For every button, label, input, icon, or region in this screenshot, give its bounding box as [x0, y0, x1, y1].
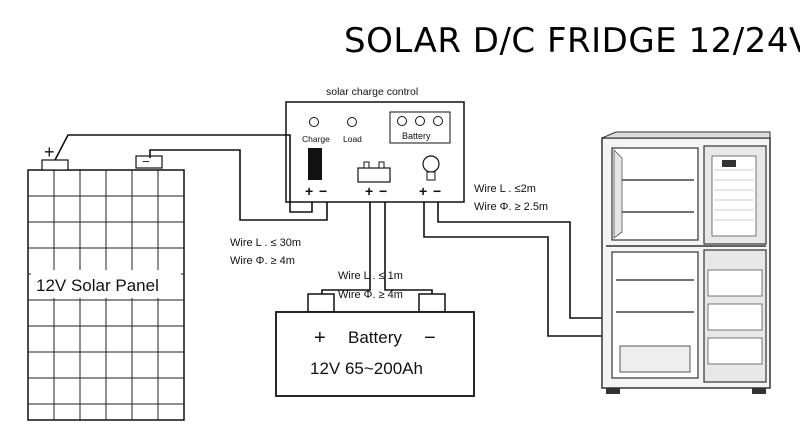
- battery-led-2-icon: [415, 116, 425, 126]
- battery-indicator-label: Battery: [402, 131, 431, 141]
- controller-battery-plus: +: [365, 183, 373, 199]
- fridge-wire-gauge: Wire Φ. ≥ 2.5m: [474, 201, 548, 213]
- battery-led-3-icon: [433, 116, 443, 126]
- door-shelf-3: [707, 337, 763, 365]
- wire-fridge-negative: [437, 202, 610, 319]
- charge-indicator-icon: [309, 117, 319, 127]
- wire-battery-negative: [384, 202, 433, 294]
- controller-solar-plus: +: [305, 183, 313, 199]
- crisper-drawer: [619, 345, 691, 373]
- battery-wire-gauge: Wire Φ. ≥ 4m: [338, 289, 403, 301]
- controller-solar-minus: −: [319, 183, 327, 199]
- load-label: Load: [343, 134, 362, 144]
- charge-controller: solar charge control Charge Load Battery…: [285, 86, 465, 203]
- battery: + Battery − 12V 65~200Ah: [275, 293, 475, 397]
- wire-battery-positive: [321, 202, 371, 294]
- battery-led-1-icon: [397, 116, 407, 126]
- door-shelf-2: [707, 303, 763, 331]
- door-shelf-1: [707, 269, 763, 297]
- battery-positive-post: [307, 293, 335, 313]
- panel-minus-sign: −: [142, 154, 150, 169]
- fridge-display-icon: [722, 160, 736, 167]
- wire-fridge-positive: [423, 202, 610, 337]
- panel-plus-sign: +: [44, 142, 55, 162]
- controller-load-minus: −: [433, 183, 441, 199]
- fridge-wire-length: Wire L . ≤2m: [474, 183, 536, 195]
- controller-load-plus: +: [419, 183, 427, 199]
- panel-wire-length: Wire L . ≤ 30m: [230, 237, 301, 249]
- battery-port-icon: [357, 161, 391, 183]
- wire-panel-negative: [149, 149, 328, 221]
- battery-body: [275, 311, 475, 397]
- wires: [54, 134, 610, 337]
- wire-panel-positive: [54, 134, 313, 213]
- charge-label: Charge: [302, 134, 330, 144]
- battery-plus-sign: +: [314, 327, 326, 349]
- load-indicator-icon: [347, 117, 357, 127]
- battery-negative-post: [418, 293, 446, 313]
- battery-minus-sign: −: [424, 327, 436, 349]
- page-title: SOLAR D/C FRIDGE 12/24V: [344, 21, 800, 61]
- freezer-compartment: [611, 147, 699, 241]
- solar-input-icon: [308, 148, 322, 180]
- controller-battery-minus: −: [379, 183, 387, 199]
- solar-panel: 12V Solar Panel + −: [27, 142, 185, 421]
- battery-spec: 12V 65~200Ah: [310, 359, 423, 378]
- fridge: [601, 131, 771, 394]
- battery-label: Battery: [348, 328, 402, 347]
- controller-caption: solar charge control: [326, 86, 418, 98]
- panel-negative-terminal: [135, 155, 163, 169]
- battery-wire-length: Wire L . ≤ 1m: [338, 270, 403, 282]
- panel-wire-gauge: Wire Φ. ≥ 4m: [230, 255, 295, 267]
- solar-panel-label: 12V Solar Panel: [36, 276, 159, 295]
- bulb-icon: [422, 155, 440, 181]
